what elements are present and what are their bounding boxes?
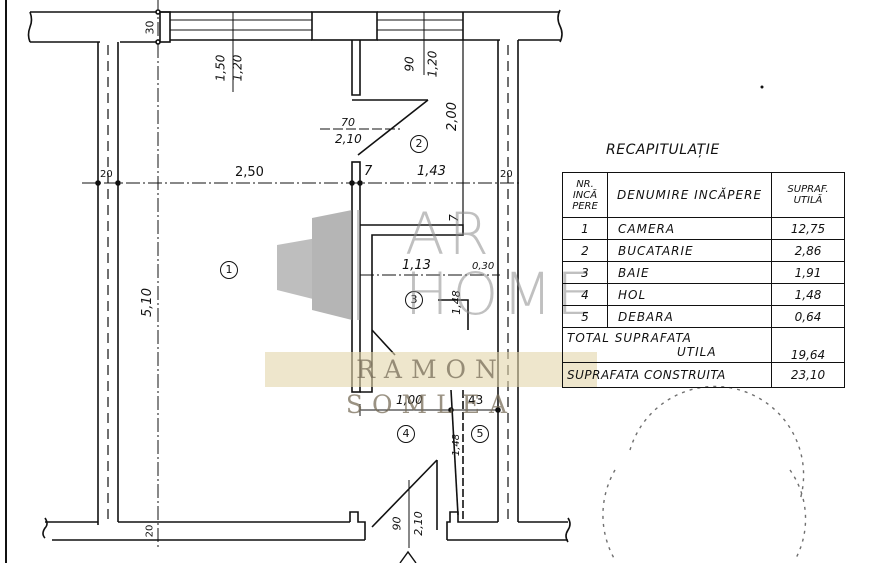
row-nr: 2 bbox=[562, 239, 608, 262]
recap-table: NR. INCĂ PERE DENUMIRE INCĂPERE SUPRAF. … bbox=[562, 172, 845, 388]
dim-room1-width: 2,50 bbox=[235, 165, 264, 180]
stamp bbox=[602, 385, 807, 561]
room-number-5: 5 bbox=[471, 425, 489, 443]
arhome-logo-icon bbox=[277, 210, 360, 320]
room-number-2: 2 bbox=[410, 135, 428, 153]
dim-storage-height: 1,48 bbox=[451, 433, 463, 457]
dim-kitchen-width: 1,43 bbox=[417, 164, 446, 179]
row-name: BAIE bbox=[607, 261, 772, 284]
total-label-line1: TOTAL SUPRAFATA bbox=[567, 331, 692, 345]
built-label: SUPRAFATA CONSTRUITA bbox=[562, 362, 772, 388]
row-area: 2,86 bbox=[771, 239, 845, 262]
row-name: HOL bbox=[607, 283, 772, 306]
dim-entry-door-top: 90 bbox=[390, 516, 404, 531]
right-wall bbox=[462, 40, 519, 522]
watermark-agent-band: RAMON SOMLEA bbox=[265, 352, 597, 419]
dim-bath-gap: 0,30 bbox=[472, 261, 495, 272]
total-value: 19,64 bbox=[771, 327, 845, 363]
dim-bath-width: 1,13 bbox=[402, 258, 431, 273]
watermark-brand-line2: HOME bbox=[405, 260, 597, 328]
dim-room1-height: 5,10 bbox=[139, 288, 155, 317]
dim-wall-top: 30 bbox=[143, 20, 157, 35]
dim-partition: 7 bbox=[364, 164, 373, 179]
built-value: 23,10 bbox=[771, 362, 845, 388]
dim-wall-left: 20 bbox=[100, 169, 113, 180]
table-row: 3 BAIE 1,91 bbox=[562, 261, 845, 284]
built-row: SUPRAFATA CONSTRUITA 23,10 bbox=[562, 362, 845, 388]
dim-wall-bottom: 20 bbox=[144, 524, 156, 538]
table-row: 2 BUCATARIE 2,86 bbox=[562, 239, 845, 262]
row-nr: 4 bbox=[562, 283, 608, 306]
room-number-4: 4 bbox=[397, 425, 415, 443]
total-label: TOTAL SUPRAFATA UTILA bbox=[562, 327, 772, 363]
dim-window1-bottom: 1,20 bbox=[230, 54, 245, 82]
recap-title: RECAPITULAȚIE bbox=[606, 142, 720, 158]
table-row: 1 CAMERA 12,75 bbox=[562, 217, 845, 240]
watermark-agent-name: RAMON SOMLEA bbox=[345, 355, 517, 419]
dim-window1-top: 1,50 bbox=[213, 54, 228, 82]
recap-header-row: NR. INCĂ PERE DENUMIRE INCĂPERE SUPRAF. … bbox=[562, 172, 845, 218]
left-wall bbox=[97, 42, 119, 525]
row-name: DEBARA bbox=[607, 305, 772, 328]
top-wall bbox=[27, 9, 563, 43]
row-nr: 5 bbox=[562, 305, 608, 328]
header-nr: NR. INCĂ PERE bbox=[562, 172, 608, 218]
row-area: 1,48 bbox=[771, 283, 845, 306]
row-name: CAMERA bbox=[607, 217, 772, 240]
header-name: DENUMIRE INCĂPERE bbox=[607, 172, 772, 218]
row-area: 12,75 bbox=[771, 217, 845, 240]
dim-window2-bottom: 1,20 bbox=[425, 50, 440, 78]
bottom-wall bbox=[42, 511, 571, 543]
dim-storage-width: 43 bbox=[468, 393, 484, 407]
dim-door2-top: 70 bbox=[341, 116, 355, 129]
room-number-3: 3 bbox=[405, 291, 423, 309]
table-row: 5 DEBARA 0,64 bbox=[562, 305, 845, 328]
room-number-1: 1 bbox=[220, 261, 238, 279]
row-area: 0,64 bbox=[771, 305, 845, 328]
row-nr: 3 bbox=[562, 261, 608, 284]
row-name: BUCATARIE bbox=[607, 239, 772, 262]
table-row: 4 HOL 1,48 bbox=[562, 283, 845, 306]
dim-hall-width: 1,00 bbox=[396, 393, 423, 407]
total-row: TOTAL SUPRAFATA UTILA 19,64 bbox=[562, 327, 845, 363]
watermark-brand-line1: AR bbox=[405, 200, 493, 268]
total-label-line2: UTILA bbox=[677, 345, 717, 359]
row-area: 1,91 bbox=[771, 261, 845, 284]
dim-door2-bottom: 2,10 bbox=[335, 132, 362, 146]
header-area: SUPRAF. UTILĂ bbox=[771, 172, 845, 218]
dim-kitchen-height: 2,00 bbox=[444, 102, 460, 131]
dim-entry-door-bottom: 2,10 bbox=[411, 511, 425, 536]
dim-window2-top: 90 bbox=[402, 56, 417, 72]
row-nr: 1 bbox=[562, 217, 608, 240]
dim-wall-right: 20 bbox=[500, 169, 513, 180]
